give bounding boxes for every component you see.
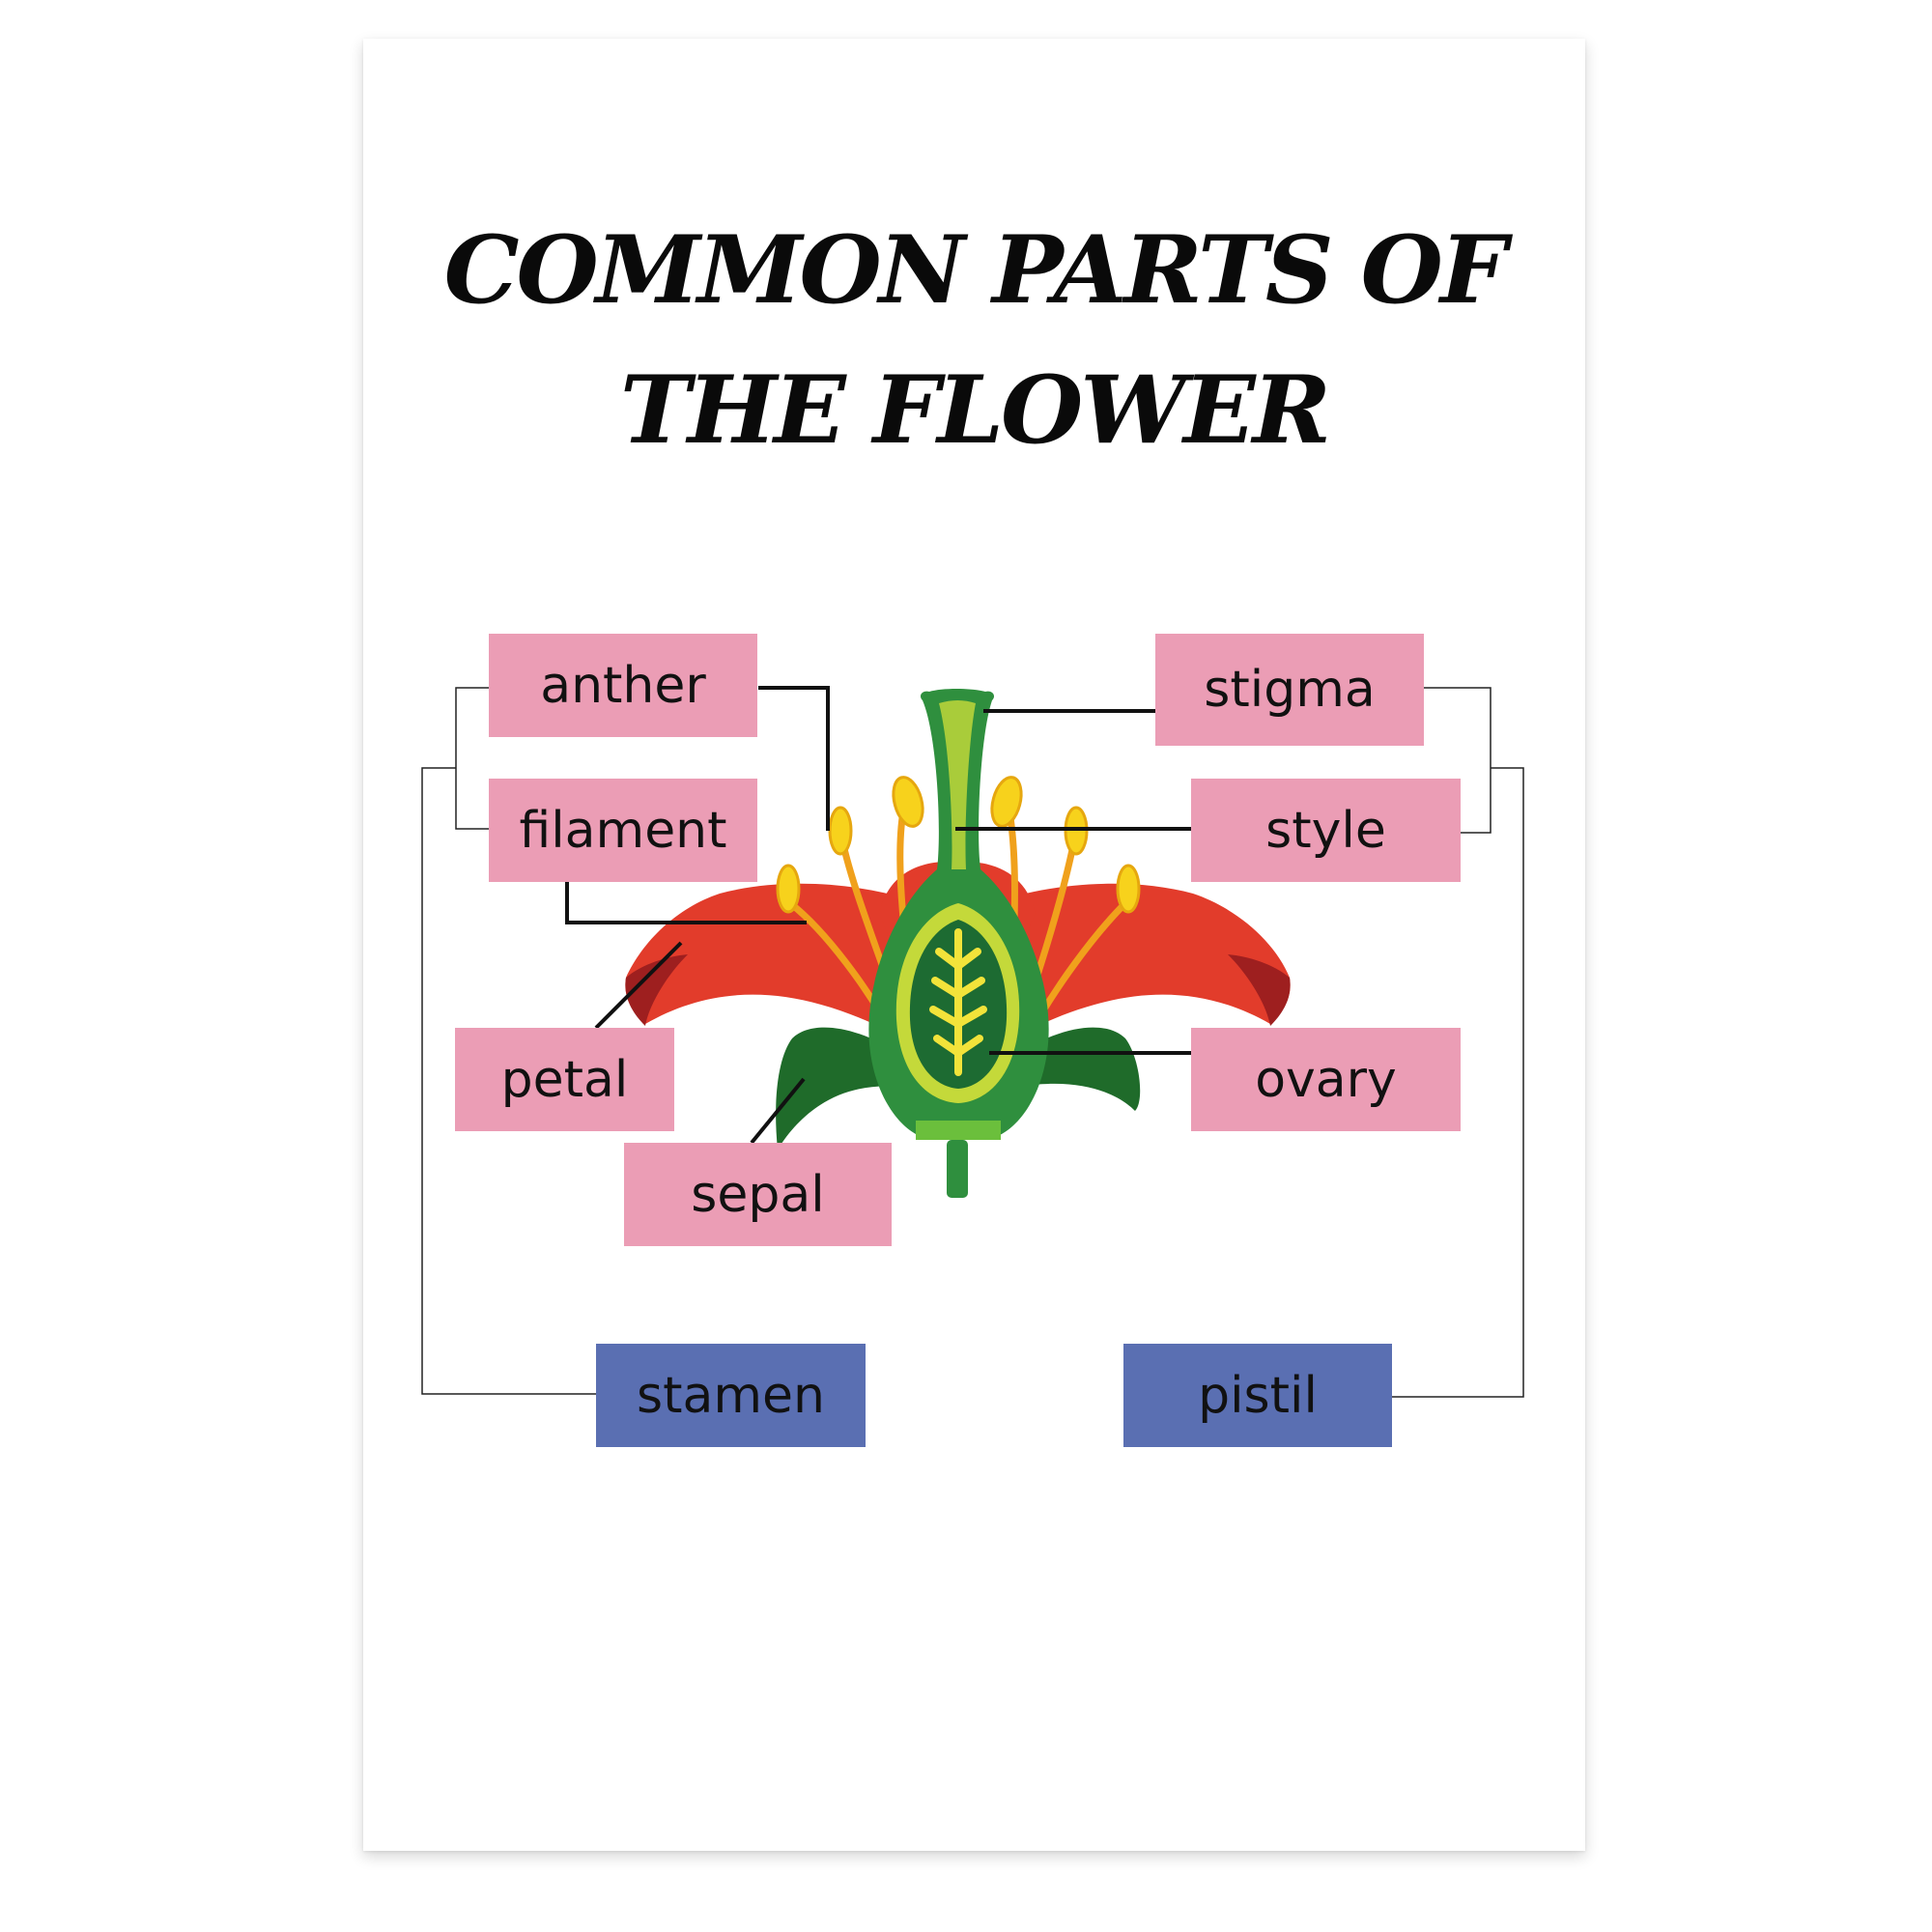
label-stigma: stigma bbox=[1155, 634, 1424, 746]
pistil-outer-bracket bbox=[1391, 767, 1524, 1398]
page-title-line-1: COMMON PARTS OF bbox=[443, 215, 1508, 325]
page-title-line-2: THE FLOWER bbox=[619, 355, 1331, 465]
label-petal: petal bbox=[455, 1028, 674, 1131]
label-style: style bbox=[1191, 779, 1461, 882]
label-stamen: stamen bbox=[596, 1344, 866, 1447]
petal-leader bbox=[594, 941, 683, 1030]
label-ovary: ovary bbox=[1191, 1028, 1461, 1131]
label-anther: anther bbox=[489, 634, 757, 737]
stamen-outer-bracket bbox=[421, 767, 596, 1395]
pistil-inner-bracket bbox=[1424, 687, 1492, 834]
label-sepal: sepal bbox=[624, 1143, 892, 1246]
pistil-shape bbox=[868, 689, 1049, 1198]
label-filament: filament bbox=[489, 779, 757, 882]
stamen-inner-bracket bbox=[455, 687, 489, 830]
sepal-leader bbox=[750, 1077, 806, 1145]
filament-leader bbox=[565, 881, 807, 924]
anther-leader bbox=[758, 686, 830, 831]
label-pistil: pistil bbox=[1123, 1344, 1392, 1447]
